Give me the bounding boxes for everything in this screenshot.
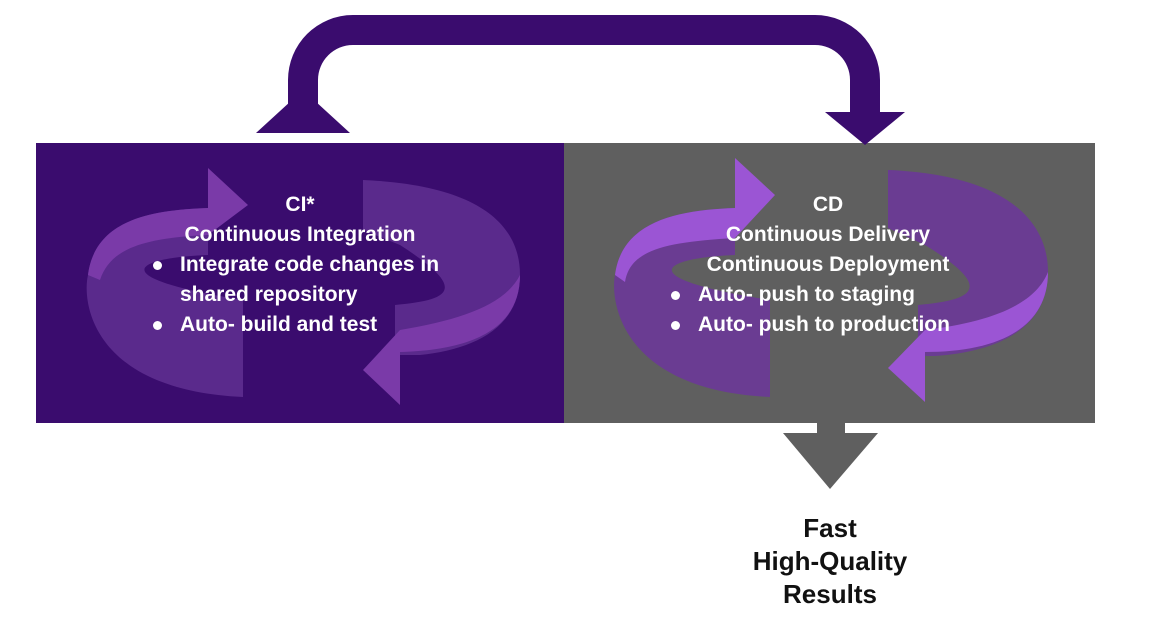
result-line-results: Results [783, 579, 877, 609]
result-line-fast: Fast [803, 513, 857, 543]
result-line-quality: High-Quality [752, 546, 908, 576]
cd-subtitle-delivery: Continuous Delivery [725, 223, 931, 246]
cd-bullet-list: Auto- push to staging Auto- push to prod… [668, 280, 1028, 340]
ci-subtitle: Continuous Integration [184, 223, 416, 246]
cycle-arrows-icon [86, 168, 520, 405]
cycle-arrows-icon [614, 158, 1048, 402]
cd-bullet-item: Auto- push to staging [668, 280, 1028, 310]
cd-title: CD [812, 193, 844, 216]
ci-text-block: CI* Continuous Integration Integrate cod… [150, 190, 500, 340]
cd-subtitle-deployment: Continuous Deployment [706, 253, 950, 276]
down-arrow-icon [783, 423, 878, 489]
loop-arrow-icon [256, 15, 905, 145]
result-text: Fast High-Quality Results [700, 512, 960, 611]
cd-bullet-item: Auto- push to production [668, 310, 1028, 340]
ci-title: CI* [285, 193, 315, 216]
ci-bullet-list: Integrate code changes in shared reposit… [150, 250, 500, 340]
cd-text-block: CD Continuous Delivery Continuous Deploy… [668, 190, 1028, 340]
ci-bullet-item: Auto- build and test [150, 310, 500, 340]
ci-bullet-item: Integrate code changes in shared reposit… [150, 250, 500, 310]
